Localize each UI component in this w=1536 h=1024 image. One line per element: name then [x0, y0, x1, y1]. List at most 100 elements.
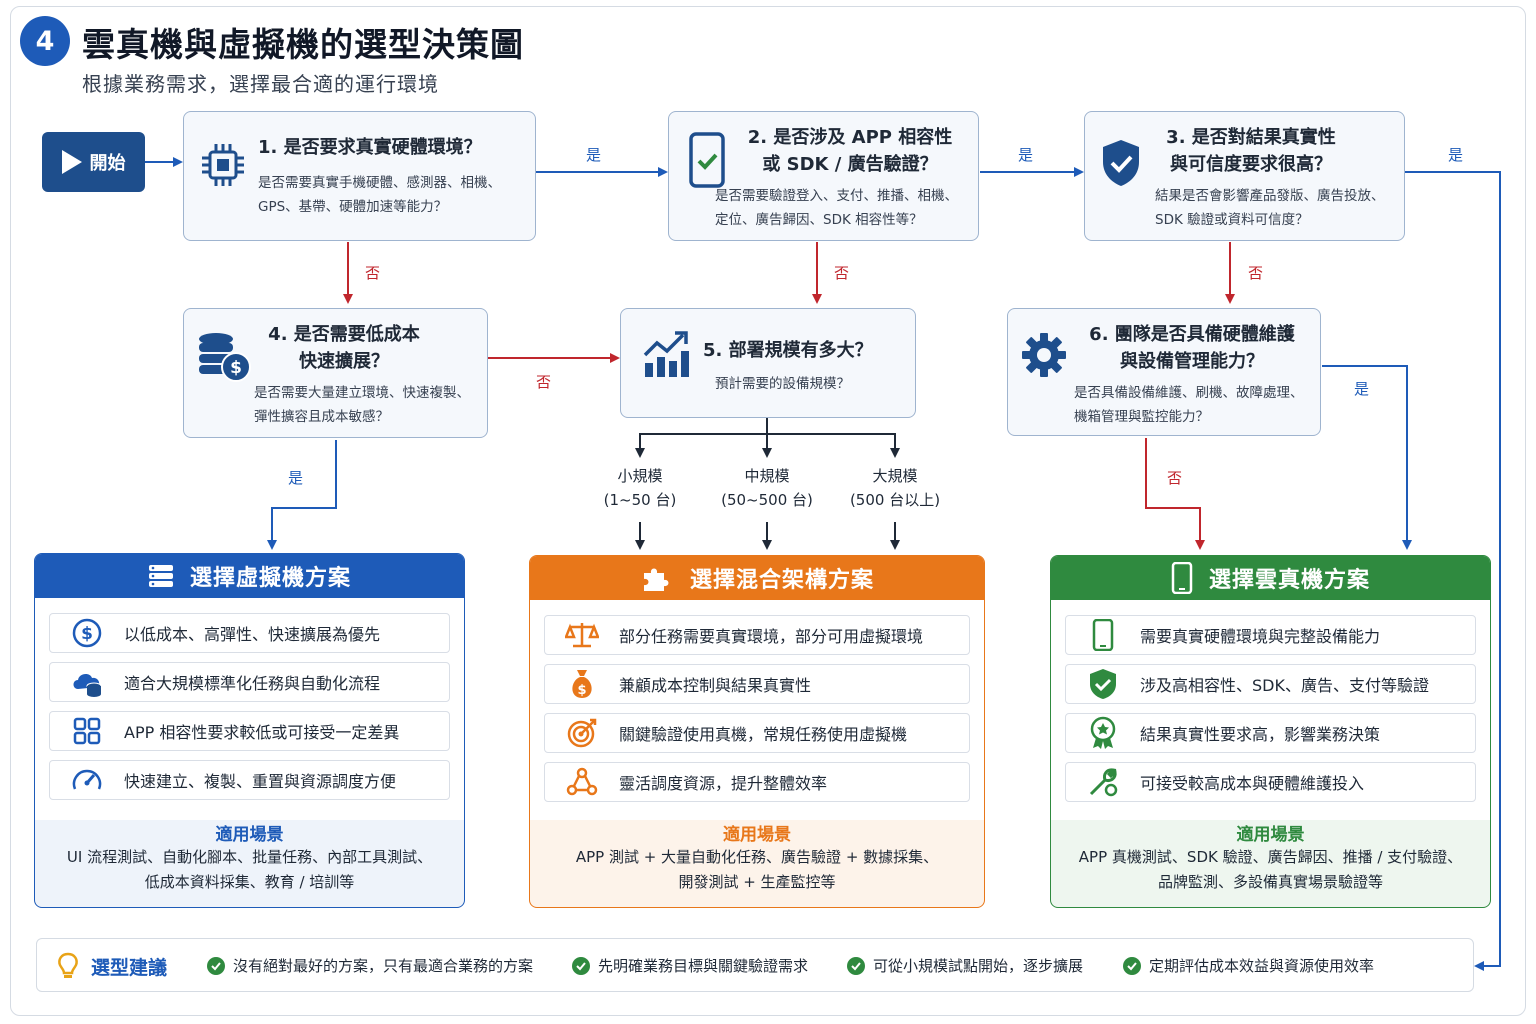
- real-item-4-text: 可接受較高成本與硬體維護投入: [1140, 774, 1365, 793]
- yes-label-q1-q2: 是: [586, 146, 602, 164]
- network-nodes-icon: [565, 765, 599, 799]
- tip-3: 可從小規模試點開始，逐步擴展: [847, 955, 1083, 976]
- apps-grid-icon: [70, 714, 104, 748]
- cloud-database-icon: [70, 665, 104, 699]
- hybrid-panel-header: 選擇混合架構方案: [530, 556, 984, 600]
- play-icon: [61, 150, 82, 174]
- dollar-circle-icon: $: [70, 616, 104, 650]
- yes-label-q6-real: 是: [1354, 380, 1370, 398]
- vm-item-1-text: 以低成本、高彈性、快速擴展為優先: [124, 625, 381, 644]
- no-label-q3-q6: 否: [1248, 264, 1264, 282]
- vm-item-1: $ 以低成本、高彈性、快速擴展為優先: [49, 613, 450, 653]
- hybrid-item-4: 靈活調度資源，提升整體效率: [544, 762, 970, 802]
- real-panel-header: 選擇雲真機方案: [1051, 556, 1490, 600]
- start-node: 開始: [42, 132, 145, 192]
- hybrid-item-3-text: 關鍵驗證使用真機，常規任務使用虛擬機: [619, 725, 908, 744]
- question-6-desc-line2: 機箱管理與監控能力？: [1074, 409, 1209, 425]
- real-scenario-line2: 品牌監測、多設備真實場景驗證等: [1157, 873, 1383, 891]
- question-1-desc-line2: GPS、基帶、硬體加速等能力？: [258, 199, 448, 215]
- check-circle-icon: [572, 956, 590, 975]
- svg-text:$: $: [230, 358, 242, 378]
- svg-text:$: $: [81, 624, 93, 644]
- question-6-title-line2: 與設備管理能力？: [1120, 351, 1264, 372]
- scale-small-name: 小規模: [617, 467, 663, 485]
- tip-4: 定期評估成本效益與資源使用效率: [1123, 955, 1374, 976]
- real-item-2-text: 涉及高相容性、SDK、廣告、支付等驗證: [1140, 676, 1429, 695]
- vm-item-4: 快速建立、複製、重置與資源調度方便: [49, 760, 450, 800]
- chip-icon: [202, 144, 244, 186]
- smartphone-icon: [1171, 562, 1193, 594]
- vm-solution-panel: 選擇虛擬機方案 $ 以低成本、高彈性、快速擴展為優先 適合大規模標準化任務與自動…: [34, 553, 465, 908]
- vm-item-2-text: 適合大規模標準化任務與自動化流程: [124, 674, 381, 693]
- scale-large-name: 大規模: [872, 467, 918, 485]
- tip-2-text: 先明確業務目標與關鍵驗證需求: [598, 957, 809, 975]
- real-item-1-text: 需要真實硬體環境與完整設備能力: [1140, 627, 1381, 646]
- question-1-box: 1. 是否要求真實硬體環境？ 是否需要真實手機硬體、感測器、相機、 GPS、基帶…: [183, 111, 536, 241]
- hybrid-panel-title: 選擇混合架構方案: [689, 568, 874, 593]
- real-item-1: 需要真實硬體環境與完整設備能力: [1065, 615, 1476, 655]
- scale-medium: 中規模 (50~500 台): [707, 464, 827, 512]
- yes-label-q4-vm: 是: [288, 469, 304, 487]
- no-label-q4-q5: 否: [536, 373, 552, 391]
- tip-1-text: 沒有絕對最好的方案，只有最適合業務的方案: [233, 957, 534, 975]
- real-item-2: 涉及高相容性、SDK、廣告、支付等驗證: [1065, 664, 1476, 704]
- no-label-q1-q4: 否: [365, 264, 381, 282]
- hybrid-scenario-line1: APP 測試 + 大量自動化任務、廣告驗證 + 數據採集、: [575, 848, 939, 866]
- vm-item-3: APP 相容性要求較低或可接受一定差異: [49, 711, 450, 751]
- money-bag-icon: $: [565, 667, 599, 701]
- check-circle-icon: [207, 956, 225, 975]
- scale-small: 小規模 (1~50 台): [580, 464, 700, 512]
- hybrid-scenario-title: 適用場景: [723, 825, 791, 845]
- vm-item-2: 適合大規模標準化任務與自動化流程: [49, 662, 450, 702]
- question-3-title-line1: 3. 是否對結果真實性: [1166, 127, 1336, 148]
- vm-scenario-line2: 低成本資料採集、教育 / 培訓等: [144, 873, 355, 891]
- selection-tips-bar: 選型建議 沒有絕對最好的方案，只有最適合業務的方案 先明確業務目標與關鍵驗證需求…: [36, 938, 1474, 992]
- question-2-desc-line1: 是否需要驗證登入、支付、推播、相機、: [715, 188, 958, 204]
- real-item-3-text: 結果真實性要求高，影響業務決策: [1140, 725, 1381, 744]
- question-5-box: 5. 部署規模有多大？ 預計需要的設備規模？: [620, 308, 916, 418]
- question-4-box: $ 4. 是否需要低成本 快速擴展？ 是否需要大量建立環境、快速複製、 彈性擴容…: [183, 308, 488, 438]
- speedometer-icon: [70, 763, 104, 797]
- tips-title: 選型建議: [91, 957, 168, 979]
- check-circle-icon: [1123, 956, 1141, 975]
- real-panel-title: 選擇雲真機方案: [1208, 568, 1370, 593]
- hybrid-item-1: 部分任務需要真實環境，部分可用虛擬環境: [544, 615, 970, 655]
- real-scenario-title: 適用場景: [1236, 825, 1305, 845]
- hybrid-scenario-line2: 開發測試 + 生產監控等: [678, 873, 836, 891]
- smartphone-icon: [1086, 618, 1120, 652]
- yes-label-q3-real: 是: [1448, 146, 1464, 164]
- real-item-3: 結果真實性要求高，影響業務決策: [1065, 713, 1476, 753]
- vm-scenario-title: 適用場景: [215, 825, 284, 845]
- question-6-box: 6. 團隊是否具備硬體維護 與設備管理能力？ 是否具備設備維護、刷機、故障處理、…: [1007, 308, 1321, 436]
- scale-medium-name: 中規模: [744, 467, 790, 485]
- tools-icon: [1086, 765, 1120, 799]
- vm-panel-header: 選擇虛擬機方案: [35, 554, 464, 598]
- tip-2: 先明確業務目標與關鍵驗證需求: [572, 955, 808, 976]
- vm-item-3-text: APP 相容性要求較低或可接受一定差異: [124, 723, 400, 742]
- gear-icon: [1022, 333, 1066, 377]
- real-device-solution-panel: 選擇雲真機方案 需要真實硬體環境與完整設備能力 涉及高相容性、SDK、廣告、支付…: [1050, 555, 1491, 908]
- question-5-title: 5. 部署規模有多大？: [703, 340, 873, 361]
- question-3-title-line2: 與可信度要求很高？: [1170, 154, 1332, 175]
- page-subtitle: 根據業務需求，選擇最合適的運行環境: [82, 72, 439, 96]
- smartphone-check-icon: [689, 132, 725, 188]
- growth-chart-icon: [643, 331, 689, 377]
- vm-item-4-text: 快速建立、複製、重置與資源調度方便: [124, 772, 397, 791]
- question-4-desc-line1: 是否需要大量建立環境、快速複製、: [254, 385, 470, 401]
- real-scenario-line1: APP 真機測試、SDK 驗證、廣告歸因、推播 / 支付驗證、: [1078, 848, 1463, 866]
- question-5-desc: 預計需要的設備規模？: [715, 376, 850, 392]
- question-1-title: 1. 是否要求真實硬體環境？: [258, 137, 482, 158]
- award-badge-icon: [1086, 716, 1120, 750]
- tip-1: 沒有絕對最好的方案，只有最適合業務的方案: [207, 955, 533, 976]
- scale-balance-icon: [565, 618, 599, 652]
- scale-large: 大規模 (500 台以上): [835, 464, 955, 512]
- question-3-box: 3. 是否對結果真實性 與可信度要求很高？ 結果是否會影響產品發版、廣告投放、 …: [1084, 111, 1405, 241]
- hybrid-item-4-text: 靈活調度資源，提升整體效率: [619, 774, 828, 793]
- vm-panel-title: 選擇虛擬機方案: [189, 566, 351, 591]
- question-2-title-line2: 或 SDK / 廣告驗證？: [762, 154, 938, 175]
- start-label: 開始: [89, 153, 126, 174]
- question-6-title-line1: 6. 團隊是否具備硬體維護: [1089, 324, 1295, 345]
- question-2-box: 2. 是否涉及 APP 相容性 或 SDK / 廣告驗證？ 是否需要驗證登入、支…: [668, 111, 979, 241]
- vm-scenario-line1: UI 流程測試、自動化腳本、批量任務、內部工具測試、: [66, 848, 433, 866]
